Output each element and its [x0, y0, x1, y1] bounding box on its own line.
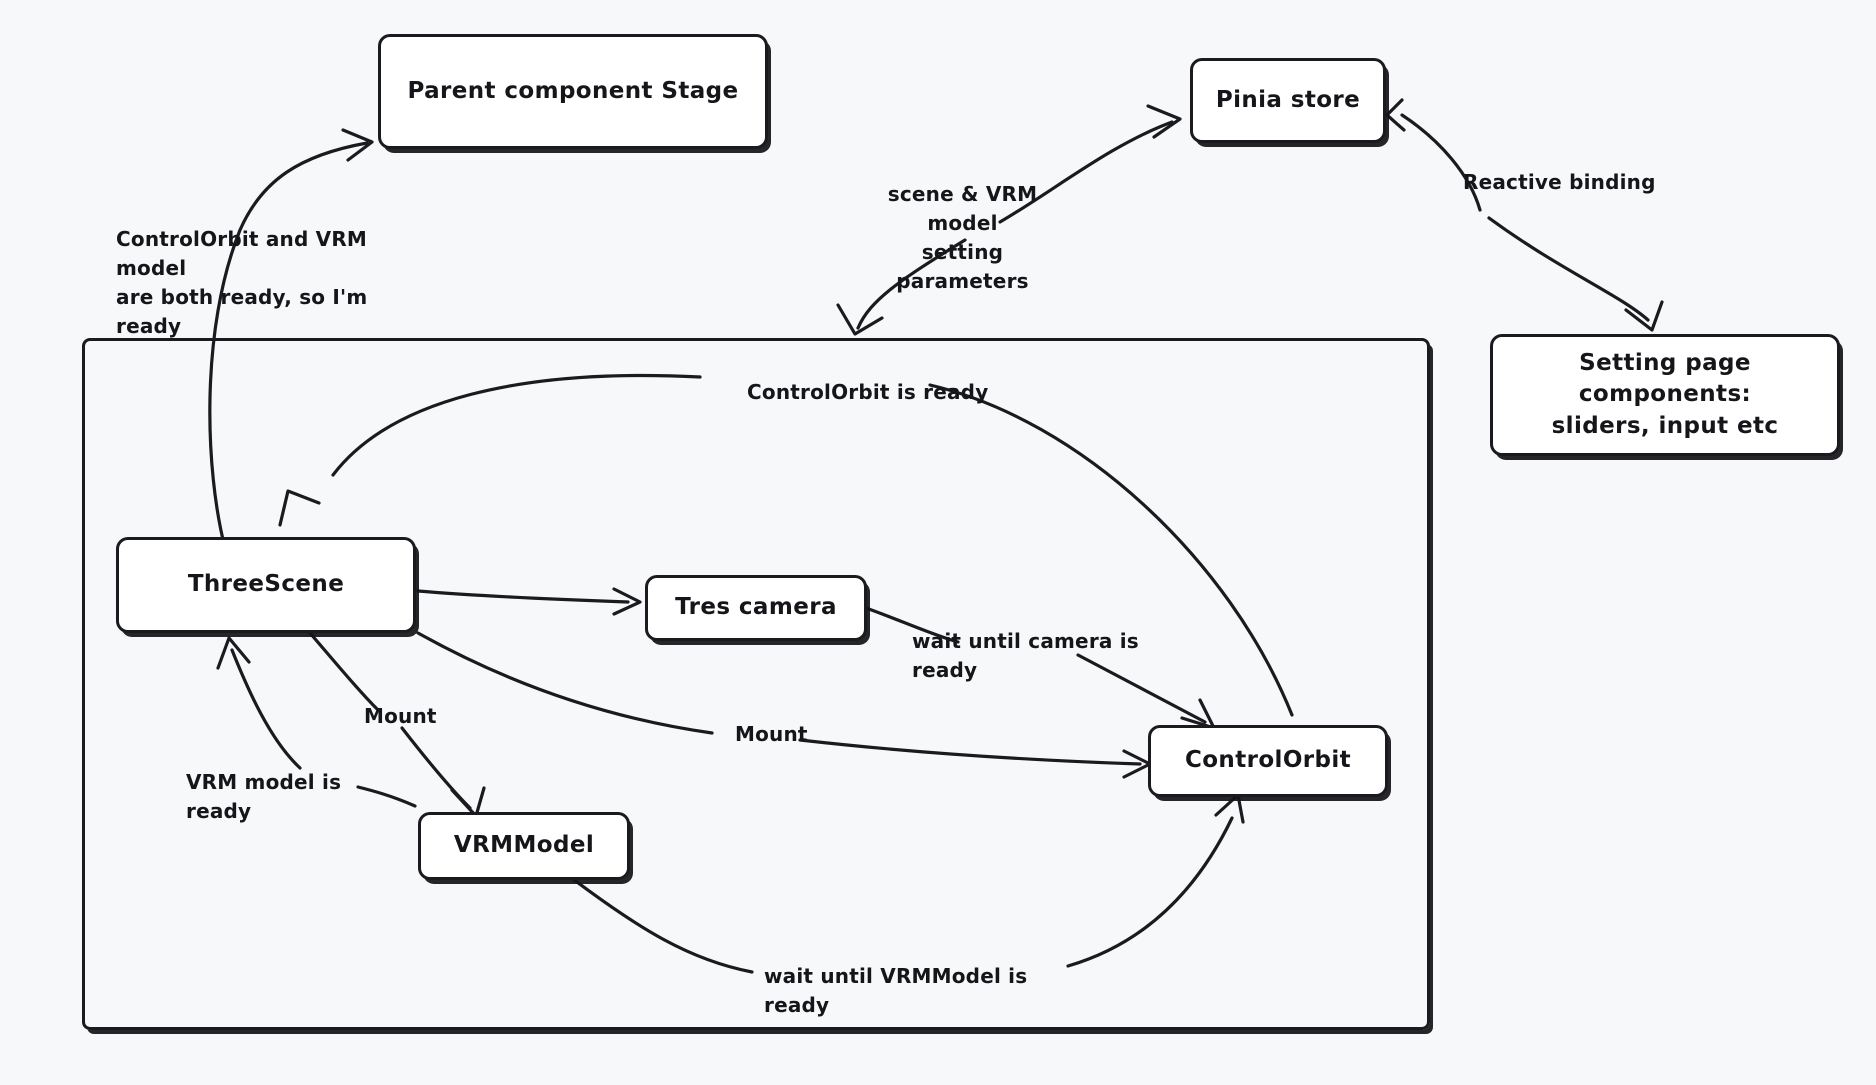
node-control-orbit-label: ControlOrbit — [1184, 747, 1352, 774]
node-pinia-store[interactable]: Pinia store — [1190, 58, 1386, 143]
arrow-pinia-to-settingpage — [1487, 216, 1664, 332]
node-control-orbit[interactable]: ControlOrbit — [1148, 725, 1388, 797]
node-setting-page-components[interactable]: Setting page components: sliders, input … — [1490, 334, 1840, 456]
node-tres-camera-label: Tres camera — [675, 594, 837, 621]
component-group-container — [82, 338, 1430, 1030]
edge-label-wait-until-camera-ready: wait until camera is ready — [912, 629, 1139, 682]
node-vrm-model[interactable]: VRMModel — [418, 812, 630, 880]
edge-label-scene-params: scene & VRM model setting parameters — [887, 182, 1038, 293]
edge-label-reactive-binding: Reactive binding — [1463, 170, 1656, 194]
node-three-scene-label: ThreeScene — [187, 571, 345, 598]
node-tres-camera[interactable]: Tres camera — [645, 575, 867, 641]
edge-label-vrm-model-is-ready: VRM model is ready — [186, 770, 342, 823]
edge-label-ready-to-parent: ControlOrbit and VRM model are both read… — [116, 227, 368, 338]
edge-label-control-orbit-is-ready: ControlOrbit is ready — [747, 380, 989, 404]
node-setting-page-components-label: Setting page components: sliders, input … — [1551, 350, 1779, 439]
node-parent-component-stage-label: Parent component Stage — [407, 77, 739, 104]
edge-label-wait-until-vrmmodel-ready: wait until VRMModel is ready — [764, 964, 1028, 1017]
node-parent-component-stage[interactable]: Parent component Stage — [378, 34, 768, 149]
node-vrm-model-label: VRMModel — [453, 832, 595, 859]
edge-label-mount-camera: Mount — [364, 704, 437, 728]
edge-label-mount-control-orbit: Mount — [735, 722, 808, 746]
node-three-scene[interactable]: ThreeScene — [116, 537, 416, 633]
node-pinia-store-label: Pinia store — [1215, 86, 1361, 113]
